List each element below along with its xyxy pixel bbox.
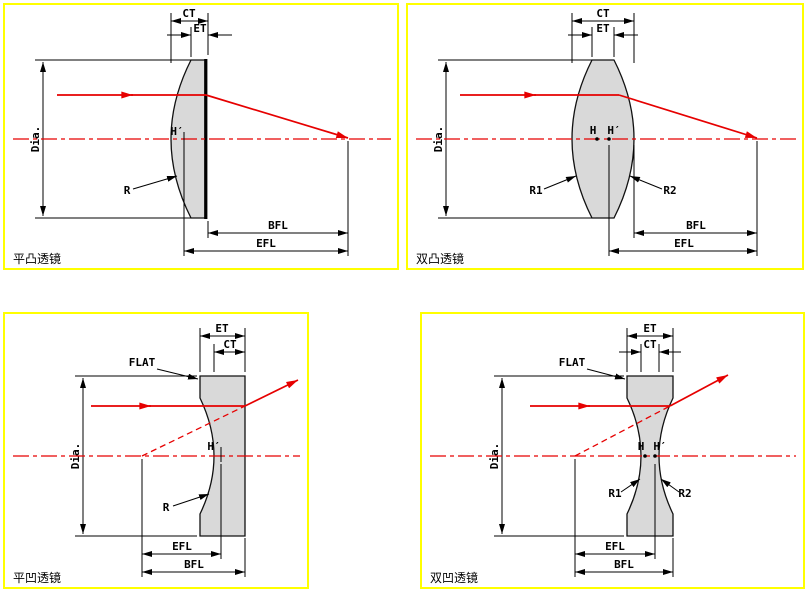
efl-label: EFL [605, 540, 625, 553]
r1-leader: R1 [529, 175, 577, 197]
r-leader: R [124, 175, 178, 197]
et-label: ET [215, 322, 229, 335]
panel-plano-concave: ET CT FLAT Dia. [3, 312, 309, 589]
efl-dimension: EFL [574, 459, 656, 577]
flat-leader: FLAT [129, 356, 199, 380]
biconvex-lens [571, 59, 635, 219]
light-ray [57, 91, 349, 139]
et-label: ET [643, 322, 657, 335]
r1-label: R1 [529, 184, 543, 197]
efl-dimension: EFL [183, 146, 349, 256]
h-prime-label: H′ [653, 440, 666, 453]
h-label: H [638, 440, 645, 453]
leader-line [156, 368, 199, 380]
light-ray [530, 374, 729, 457]
bfl-label: BFL [614, 558, 634, 571]
leader-line [543, 175, 577, 190]
flat-leader: FLAT [559, 356, 626, 380]
r1-label: R1 [608, 487, 622, 500]
panel-plano-convex: CT ET Dia. [3, 3, 399, 270]
caption: 双凸透镜 [416, 251, 464, 266]
panel-biconcave: ET CT FLAT Dia. [420, 312, 805, 589]
et-dimension: ET [626, 322, 674, 372]
light-ray [460, 91, 758, 139]
panel-biconvex: CT ET Dia. [406, 3, 804, 270]
h-prime-point [607, 137, 611, 141]
bfl-dimension: BFL [207, 141, 349, 238]
refracted-ray [618, 94, 758, 139]
bfl-dimension: BFL [142, 538, 246, 577]
et-dimension: ET [199, 322, 246, 372]
ct-dimension: CT [213, 338, 245, 372]
ct-dimension: CT [170, 7, 209, 63]
principal-points: H H′ [590, 124, 621, 141]
h-point [595, 137, 599, 141]
ct-label: CT [182, 7, 196, 20]
h-label: H [590, 124, 597, 137]
bfl-label: BFL [686, 219, 706, 232]
ct-dimension: CT [619, 338, 681, 372]
h-prime-marker: H′ [170, 125, 185, 146]
caption: 平凹透镜 [13, 570, 61, 585]
r2-label: R2 [678, 487, 691, 500]
caption: 双凹透镜 [430, 570, 478, 585]
efl-label: EFL [172, 540, 192, 553]
virtual-ray [574, 405, 671, 457]
diverging-ray [669, 374, 729, 407]
biconcave-drawing: ET CT FLAT Dia. [430, 322, 796, 585]
biconvex-drawing: CT ET Dia. [416, 7, 796, 266]
ct-label: CT [596, 7, 610, 20]
r1-leader: R1 [608, 478, 641, 500]
r-leader: R [163, 493, 210, 514]
ct-dimension: CT [571, 7, 635, 63]
leader-line [172, 493, 210, 507]
r2-leader: R2 [660, 478, 692, 500]
h-prime-label: H′ [170, 125, 183, 138]
h-prime-label: H′ [607, 124, 620, 137]
flat-label: FLAT [129, 356, 156, 369]
efl-dimension: EFL [141, 459, 222, 577]
r-label: R [124, 184, 131, 197]
h-prime-point [653, 454, 657, 458]
leader-line [586, 368, 626, 380]
diverging-ray [244, 379, 299, 407]
leader-line [660, 478, 680, 493]
et-label: ET [193, 22, 207, 35]
h-prime-marker: H′ [207, 440, 222, 462]
ct-label: CT [643, 338, 657, 351]
r-label: R [163, 501, 170, 514]
flat-label: FLAT [559, 356, 586, 369]
bfl-label: BFL [268, 219, 288, 232]
efl-label: EFL [674, 237, 694, 250]
efl-label: EFL [256, 237, 276, 250]
leader-line [629, 175, 663, 190]
caption: 平凸透镜 [13, 251, 61, 266]
r2-label: R2 [663, 184, 676, 197]
dia-dimension: Dia. [432, 59, 592, 219]
leader-line [620, 478, 641, 493]
et-dimension: ET [167, 22, 232, 57]
dia-dimension: Dia. [69, 375, 197, 537]
light-ray [91, 379, 299, 457]
plano-convex-drawing: CT ET Dia. [13, 7, 391, 266]
virtual-ray [141, 405, 246, 457]
h-prime-label: H′ [207, 440, 220, 453]
leader-line [132, 175, 178, 190]
bfl-label: BFL [184, 558, 204, 571]
plano-concave-drawing: ET CT FLAT Dia. [13, 322, 300, 585]
bfl-dimension: BFL [633, 141, 758, 238]
principal-points: H H′ [638, 440, 667, 458]
h-point [643, 454, 647, 458]
refracted-ray [205, 94, 349, 139]
bfl-dimension: BFL [575, 538, 674, 577]
efl-dimension: EFL [608, 145, 758, 256]
et-label: ET [596, 22, 610, 35]
et-dimension: ET [568, 22, 638, 57]
r2-leader: R2 [629, 175, 677, 197]
ct-label: CT [223, 338, 237, 351]
